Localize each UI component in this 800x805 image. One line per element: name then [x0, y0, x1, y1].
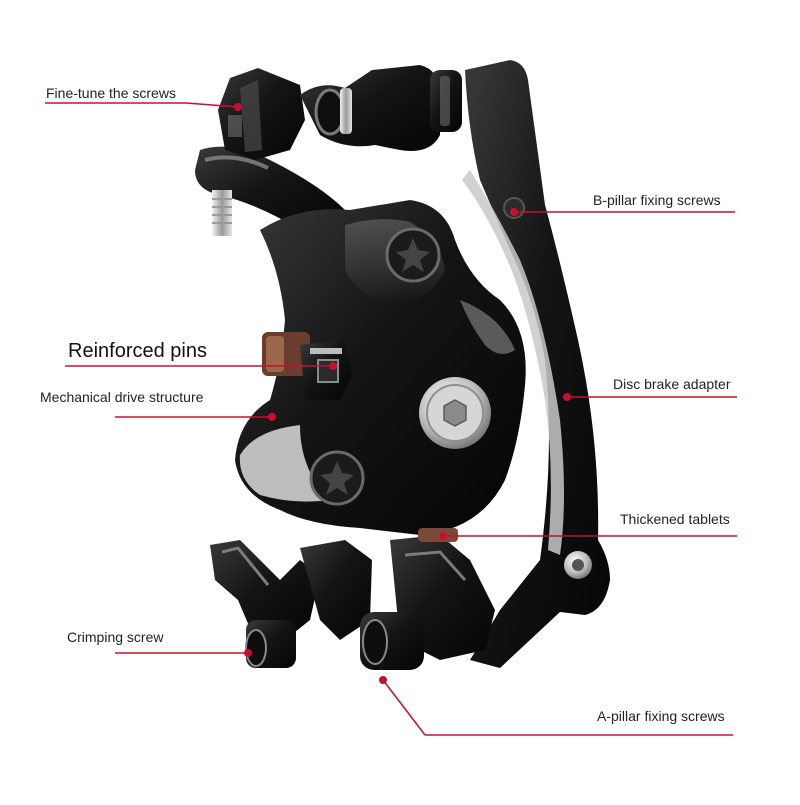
top-pivot-bolts [300, 65, 462, 151]
lower-arms-part [210, 528, 495, 670]
crimping-screw-callout-dot [244, 649, 252, 657]
label-thickened-tablets: Thickened tablets [620, 511, 730, 527]
caliper-body [235, 200, 526, 535]
a-pillar-callout-dot [379, 676, 387, 684]
fine-tune-callout-leader [185, 102, 239, 108]
label-b-pillar-fixing-screws: B-pillar fixing screws [593, 192, 721, 208]
b-pillar-callout-dot [510, 208, 518, 216]
label-mechanical-drive-structure: Mechanical drive structure [40, 389, 204, 405]
label-a-pillar-fixing-screws: A-pillar fixing screws [597, 708, 725, 724]
a-pillar-callout-leader [382, 679, 426, 736]
disc-brake-adapter-callout-dot [563, 393, 571, 401]
mechanical-drive-callout-dot [268, 413, 276, 421]
thickened-tablets-callout-dot [439, 532, 447, 540]
fine-tune-callout-dot [234, 103, 242, 111]
reinforced-pins-callout-dot [329, 362, 337, 370]
drive-mechanism-part [262, 332, 352, 400]
annotation-callouts [45, 102, 737, 736]
label-crimping-screw: Crimping screw [67, 629, 164, 645]
label-reinforced-pins: Reinforced pins [68, 340, 207, 362]
label-fine-tune-screws: Fine-tune the screws [46, 85, 176, 101]
label-disc-brake-adapter: Disc brake adapter [613, 376, 731, 392]
